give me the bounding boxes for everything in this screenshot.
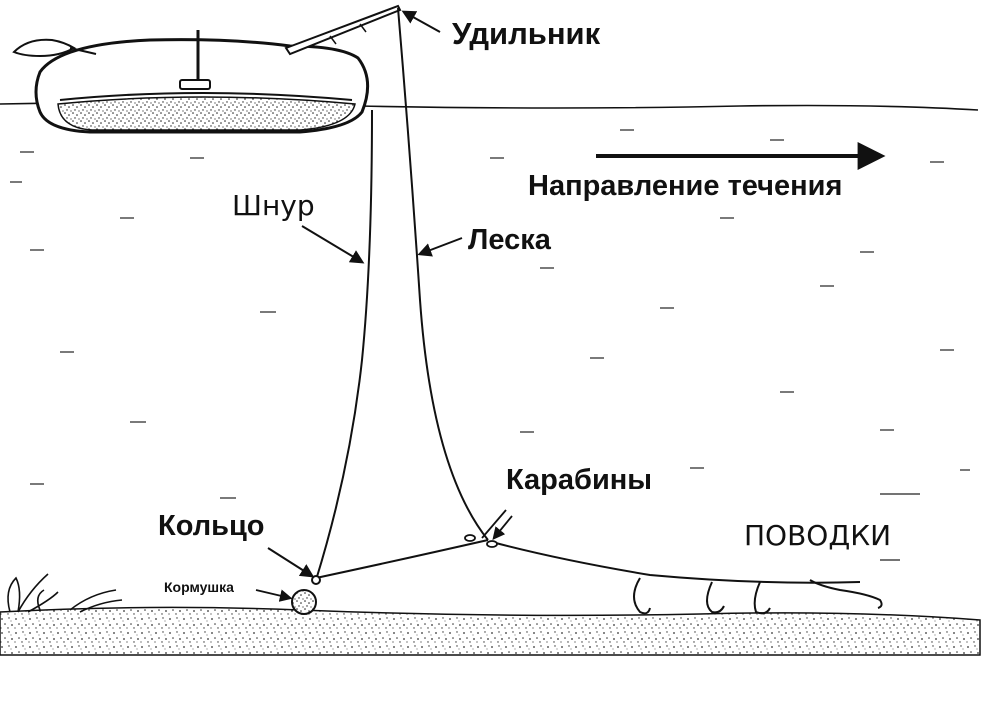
feeder-label: Кормушка	[164, 579, 234, 595]
fishing-line	[397, 7, 489, 541]
ring-label: Кольцо	[158, 510, 265, 542]
rod-label: Удильник	[452, 16, 601, 51]
boat	[12, 30, 370, 134]
ring	[311, 575, 321, 585]
cord-pointer	[301, 225, 365, 264]
connector-line	[315, 539, 489, 579]
cord-line	[315, 109, 373, 581]
swivels	[464, 534, 498, 548]
feeder	[291, 589, 317, 615]
hooks	[633, 577, 883, 615]
water-texture	[10, 129, 970, 561]
line-label: Леска	[468, 224, 551, 256]
swivels-pointer-2	[481, 509, 507, 539]
line-pointer	[417, 237, 463, 257]
leaders-line	[491, 541, 861, 584]
feeder-pointer	[255, 589, 293, 602]
leaders-label: ПОВОДКИ	[744, 519, 892, 552]
rod	[284, 4, 402, 56]
seaweed	[7, 573, 123, 613]
ring-pointer	[267, 547, 315, 578]
swivels-label: Карабины	[506, 464, 653, 496]
cord-label: Шнур	[232, 189, 315, 222]
rod-pointer	[401, 10, 441, 33]
seabed	[0, 606, 981, 656]
swivels-pointer	[492, 515, 513, 540]
current-direction-label: Направление течения	[528, 170, 843, 202]
